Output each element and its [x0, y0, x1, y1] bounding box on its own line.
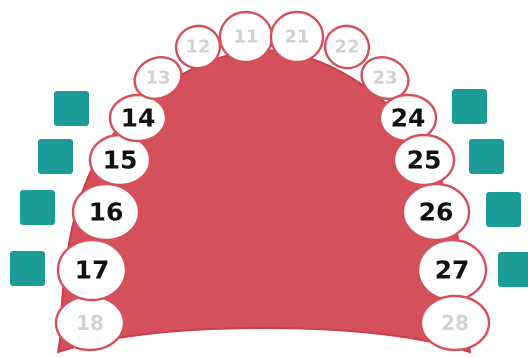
tooth-number: 11: [233, 27, 258, 48]
tooth-number: 12: [185, 37, 210, 58]
marker-25[interactable]: [469, 139, 504, 174]
tooth-number: 25: [407, 146, 442, 175]
marker-17[interactable]: [10, 251, 45, 286]
tooth-17[interactable]: 17: [58, 240, 126, 300]
tooth-number: 22: [334, 37, 359, 58]
marker-27[interactable]: [498, 252, 528, 287]
tooth-number: 18: [76, 311, 104, 335]
tooth-11[interactable]: 11: [220, 12, 272, 62]
tooth-number: 24: [391, 104, 426, 133]
tooth-number: 17: [75, 256, 110, 285]
tooth-16[interactable]: 16: [73, 184, 139, 240]
tooth-26[interactable]: 26: [403, 184, 469, 240]
tooth-number: 14: [121, 104, 156, 133]
tooth-number: 28: [441, 311, 469, 335]
marker-24[interactable]: [452, 89, 487, 124]
marker-14[interactable]: [54, 91, 89, 126]
tooth-14[interactable]: 14: [110, 95, 166, 141]
marker-16[interactable]: [20, 190, 55, 225]
marker-15[interactable]: [38, 139, 73, 174]
tooth-25[interactable]: 25: [394, 135, 454, 185]
marker-26[interactable]: [486, 192, 521, 227]
tooth-number: 26: [419, 198, 454, 227]
tooth-number: 15: [103, 146, 138, 175]
tooth-27[interactable]: 27: [418, 240, 486, 300]
tooth-number: 23: [372, 68, 397, 89]
tooth-number: 21: [284, 27, 309, 48]
tooth-number: 27: [435, 256, 470, 285]
tooth-21[interactable]: 21: [271, 12, 323, 62]
tooth-number: 16: [89, 198, 124, 227]
tooth-18[interactable]: 18: [56, 296, 124, 350]
tooth-15[interactable]: 15: [90, 135, 150, 185]
tooth-28[interactable]: 28: [421, 296, 489, 350]
tooth-number: 13: [145, 68, 170, 89]
